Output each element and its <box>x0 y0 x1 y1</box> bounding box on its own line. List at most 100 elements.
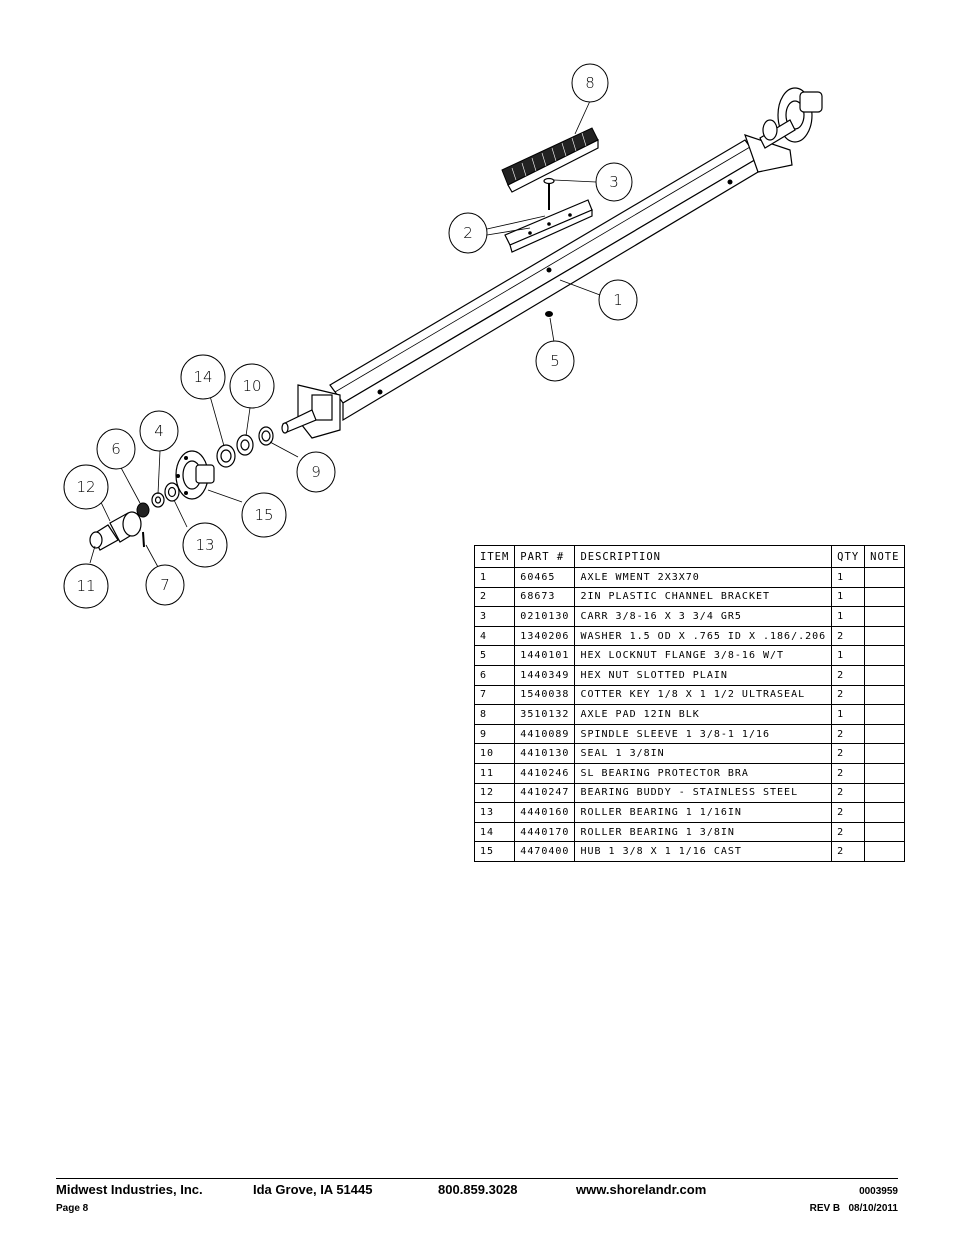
cell-item: 15 <box>473 841 516 862</box>
cell-part: 68673 <box>514 586 576 608</box>
left-spindle <box>281 384 341 439</box>
callout-12: 12 <box>63 464 109 510</box>
cell-item: 5 <box>473 645 516 666</box>
cell-item: 3 <box>473 606 516 627</box>
footer-doc-number: 0003959 <box>859 1186 898 1197</box>
svg-text:5: 5 <box>550 352 560 370</box>
svg-text:15: 15 <box>254 506 273 524</box>
cell-note <box>864 821 906 843</box>
hub <box>175 450 215 500</box>
cell-description: WASHER 1.5 OD X .765 ID X .186/.206 <box>574 625 833 647</box>
cell-qty: 2 <box>831 723 866 745</box>
cell-item: 11 <box>473 762 516 784</box>
callout-5: 5 <box>535 340 575 382</box>
cell-qty: 1 <box>831 704 866 725</box>
svg-text:6: 6 <box>111 440 121 458</box>
bearing-buddy <box>109 511 142 543</box>
cell-part: 1440101 <box>514 645 576 666</box>
cell-part: 4410089 <box>514 723 576 745</box>
header-description: DESCRIPTION <box>574 545 833 568</box>
cell-qty: 2 <box>831 625 866 647</box>
axle-exploded-diagram: 8 3 2 1 5 14 10 4 6 12 9 15 <box>63 63 823 609</box>
cell-qty: 1 <box>831 567 866 588</box>
callout-6: 6 <box>96 428 136 470</box>
svg-text:4: 4 <box>154 422 164 440</box>
svg-text:14: 14 <box>193 368 212 386</box>
cell-part: 4410247 <box>514 782 576 804</box>
cell-qty: 1 <box>831 606 866 627</box>
cell-description: SPINDLE SLEEVE 1 3/8-1 1/16 <box>574 723 833 745</box>
cell-part: 4440160 <box>514 802 576 823</box>
callout-2: 2 <box>448 212 488 254</box>
cell-note <box>864 606 906 627</box>
cell-description: COTTER KEY 1/8 X 1 1/2 ULTRASEAL <box>574 684 833 706</box>
svg-text:7: 7 <box>160 576 170 594</box>
svg-text:9: 9 <box>311 463 321 481</box>
cell-note <box>864 645 906 666</box>
cell-item: 10 <box>473 743 516 764</box>
cell-part: 1540038 <box>514 684 576 706</box>
right-hub <box>744 87 823 173</box>
callout-14: 14 <box>180 354 226 400</box>
cell-qty: 2 <box>831 664 866 686</box>
cell-part: 1440349 <box>514 664 576 686</box>
header-qty: QTY <box>831 545 866 568</box>
cell-part: 0210130 <box>514 606 576 627</box>
cotter-key <box>142 531 145 548</box>
footer-website: www.shorelandr.com <box>576 1182 707 1197</box>
roller-bearing-13 <box>164 482 180 502</box>
cell-item: 13 <box>473 802 516 823</box>
cell-item: 2 <box>473 586 516 608</box>
footer-phone: 800.859.3028 <box>438 1182 518 1197</box>
spindle-sleeve <box>258 426 274 446</box>
callout-11: 11 <box>63 563 109 609</box>
cell-qty: 1 <box>831 645 866 666</box>
callout-8: 8 <box>571 63 609 103</box>
cell-qty: 2 <box>831 821 866 843</box>
cell-part: 3510132 <box>514 704 576 725</box>
cell-item: 8 <box>473 704 516 725</box>
callout-13: 13 <box>182 522 228 568</box>
washer <box>151 492 165 508</box>
cell-description: ROLLER BEARING 1 3/8IN <box>574 821 833 843</box>
callout-1: 1 <box>598 279 638 321</box>
seal <box>236 434 254 456</box>
cell-description: ROLLER BEARING 1 1/16IN <box>574 802 833 823</box>
cell-qty: 2 <box>831 743 866 764</box>
svg-text:1: 1 <box>613 291 623 309</box>
cell-qty: 2 <box>831 841 866 862</box>
footer-page-number: Page 8 <box>56 1203 89 1214</box>
parts-table-header-row: ITEM PART # DESCRIPTION QTY NOTE <box>473 545 906 568</box>
cell-part: 4470400 <box>514 841 576 862</box>
header-note: NOTE <box>864 545 906 568</box>
cell-description: BEARING BUDDY - STAINLESS STEEL <box>574 782 833 804</box>
callout-10: 10 <box>229 363 275 409</box>
svg-text:10: 10 <box>242 377 261 395</box>
svg-text:8: 8 <box>585 74 595 92</box>
cell-note <box>864 625 906 647</box>
cell-note <box>864 664 906 686</box>
cell-description: HEX NUT SLOTTED PLAIN <box>574 664 833 686</box>
cell-note <box>864 704 906 725</box>
callout-15: 15 <box>241 492 287 538</box>
cell-note <box>864 802 906 823</box>
cell-part: 1340206 <box>514 625 576 647</box>
cell-item: 9 <box>473 723 516 745</box>
cell-note <box>864 586 906 608</box>
cell-part: 4440170 <box>514 821 576 843</box>
axle-tube <box>329 139 759 422</box>
cell-description: HEX LOCKNUT FLANGE 3/8-16 W/T <box>574 645 833 666</box>
cell-item: 4 <box>473 625 516 647</box>
cell-part: 4410246 <box>514 762 576 784</box>
cell-note <box>864 743 906 764</box>
